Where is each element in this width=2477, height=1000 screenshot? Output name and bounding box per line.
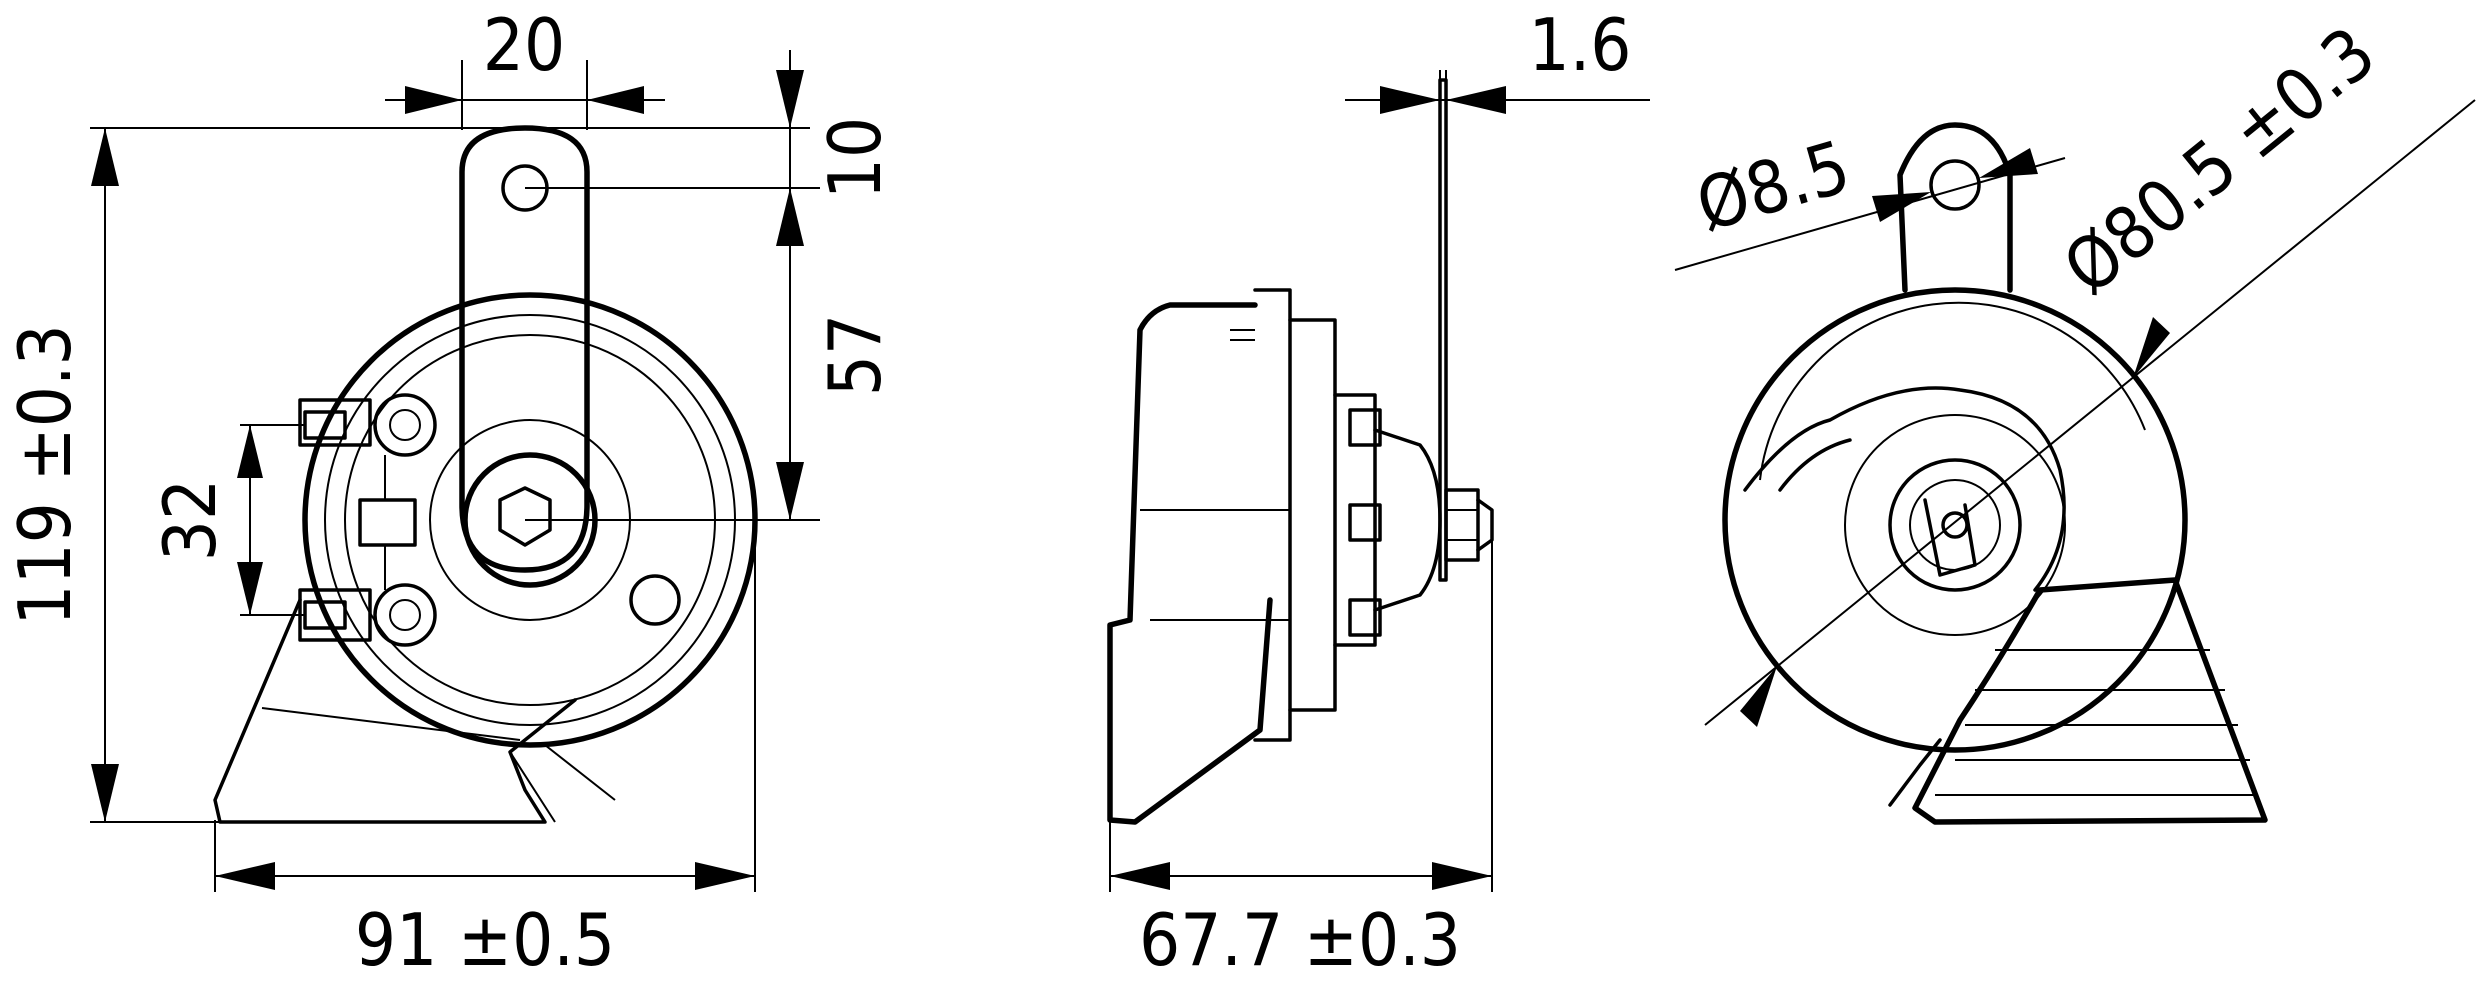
dim-hole-diameter: Ø8.5: [1688, 124, 1859, 247]
front-dimensions: 20 10 57 119 ±0.3 32 91 ±0.5: [3, 3, 897, 982]
dim-plate-thickness: 1.6: [1529, 3, 1632, 87]
rear-stand: [1912, 577, 2268, 825]
rear-hub-ring: [1844, 414, 2066, 636]
dim-body-diameter: Ø80.5 ±0.3: [2048, 11, 2391, 311]
rear-hub: [1888, 458, 2022, 592]
side-nut: [1444, 488, 1480, 562]
side-diaphragm: [1288, 318, 1337, 712]
rear-body-rim: [1759, 301, 2146, 481]
side-body: [1107, 302, 1273, 825]
dim-hole-to-bolt: 57: [813, 314, 897, 396]
dim-overall-width: 91 ±0.5: [355, 898, 615, 982]
front-stand-rib: [509, 744, 616, 823]
front-vent-hole: [629, 574, 681, 626]
side-view: [1107, 78, 1494, 825]
rear-view: [1722, 122, 2268, 825]
dim-hole-top-offset: 10: [813, 117, 897, 199]
front-view: [213, 125, 758, 824]
dim-terminal-spacing: 32: [148, 479, 232, 561]
front-stand: [213, 598, 577, 824]
side-flange: [1253, 288, 1292, 742]
side-bolt-tip: [1476, 498, 1494, 552]
rear-hub-inner: [1909, 479, 2001, 571]
dim-width-bracket: 20: [483, 3, 565, 87]
side-mounting-plate: [1438, 78, 1448, 582]
front-terminals: [298, 393, 437, 647]
front-stand-inner: [261, 707, 521, 741]
rear-body-outer: [1722, 287, 2188, 753]
side-back-plate: [1333, 393, 1377, 647]
rear-spiral-inner: [1778, 438, 1852, 492]
rear-spiral: [1743, 386, 2066, 592]
dim-overall-depth: 67.7 ±0.3: [1139, 898, 1461, 982]
rear-centre: [1941, 511, 1969, 539]
side-dimensions: 1.6 67.7 ±0.3: [1109, 3, 1650, 982]
dim-overall-height: 119 ±0.3: [3, 324, 87, 625]
front-bracket: [459, 125, 590, 573]
rear-mount-tab: [1897, 122, 2013, 293]
side-cap: [1373, 428, 1442, 612]
rear-tab-hole: [1929, 159, 1981, 211]
front-bolt-hex: [498, 486, 552, 547]
rear-dimensions: Ø8.5 Ø80.5 ±0.3: [1674, 11, 2476, 727]
